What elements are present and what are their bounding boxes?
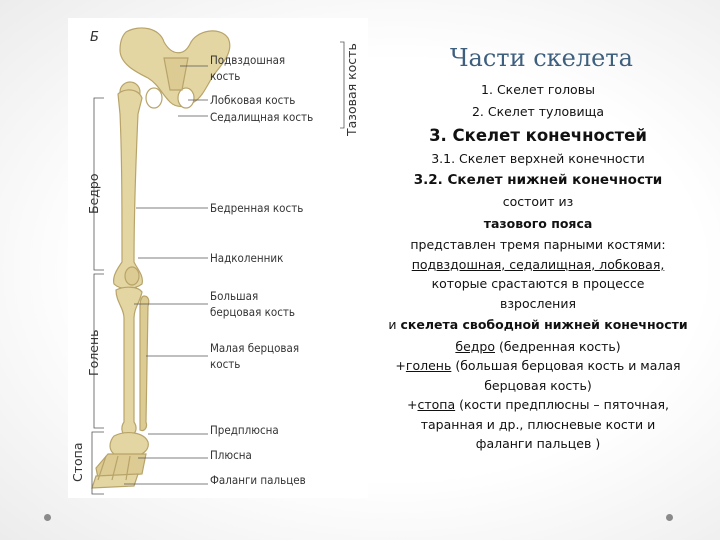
bracket-pelvis — [340, 41, 345, 129]
bracket-thigh — [93, 97, 104, 271]
bracket-foot — [91, 431, 104, 495]
tibia-bone — [115, 286, 143, 437]
group-label-thigh: Бедро — [86, 173, 101, 215]
thigh-term: бедро — [455, 338, 495, 354]
slide-body: 1. Скелет головы 2. Скелет туловища 3. С… — [372, 80, 704, 454]
slide-title: Части скелета — [450, 44, 633, 72]
group-label-shin: Голень — [86, 329, 101, 377]
line-fuse: которые срастаются в процессе взросления — [431, 276, 645, 311]
slide-dot-right — [666, 514, 673, 521]
callout-tarsus: Предплюсна — [210, 423, 279, 437]
foot-term: стопа — [417, 397, 456, 412]
shin-plus: + — [395, 358, 406, 373]
line-foot: +стопа (кости предплюсны – пяточная, тар… — [372, 395, 704, 454]
line-pelvic-girdle: тазового пояса — [483, 215, 593, 231]
line-bone-names: подвздошная, седалищная, лобковая, — [411, 256, 665, 272]
line-head-skeleton: 1. Скелет головы — [481, 82, 595, 97]
femur-bone — [113, 89, 143, 290]
fibula-bone — [139, 295, 150, 432]
group-label-foot: Стопа — [70, 442, 85, 483]
line-free-limb: и скелета свободной нижней конечности — [372, 315, 704, 335]
line-thigh: бедро (бедренная кость) — [372, 337, 704, 357]
callout-tibia: Большая берцовая кость — [210, 289, 296, 319]
foot-desc: (кости предплюсны – пяточная, таранная и… — [420, 397, 669, 451]
obturator-foramen-left — [145, 87, 163, 109]
callout-metatarsus: Плюсна — [210, 448, 252, 462]
callout-phalanges: Фаланги пальцев — [210, 473, 306, 487]
shin-term: голень — [405, 358, 452, 373]
leg-skeleton-illustration — [91, 27, 345, 495]
line-trunk-skeleton: 2. Скелет туловища — [471, 103, 605, 119]
figure-letter: Б — [90, 30, 99, 45]
group-label-pelvic-bone: Тазовая кость — [344, 43, 359, 136]
callout-fibula: Малая берцовая кость — [210, 341, 300, 371]
foot-plus: + — [407, 397, 418, 412]
callout-patella: Надколенник — [210, 251, 284, 265]
line-consists-of: состоит из — [502, 194, 574, 209]
thigh-desc: (бедренная кость) — [495, 338, 621, 354]
slide-dot-left — [44, 514, 51, 521]
line-shin: +голень (большая берцовая кость и малая … — [372, 356, 704, 395]
skeleton-figure: Б — [68, 18, 368, 498]
line-three-bones: представлен тремя парными костями: — [410, 237, 666, 252]
obturator-foramen-right — [177, 87, 195, 109]
shin-desc: (большая берцовая кость и малая берцовая… — [451, 358, 681, 393]
line-limb-skeleton: 3. Скелет конечностей — [429, 126, 647, 145]
free-limb-title: скелета свободной нижней конечности — [400, 317, 688, 332]
callout-femur: Бедренная кость — [210, 201, 304, 215]
callout-iliac-bone: Подвздошная кость — [210, 53, 286, 83]
patella-bone — [124, 266, 140, 286]
free-limb-prefix: и — [388, 317, 401, 332]
bracket-shin — [93, 273, 104, 429]
callout-pubic-bone: Лобковая кость — [210, 93, 296, 107]
callout-ischial-bone: Седалищная кость — [210, 110, 314, 124]
line-upper-limb: 3.1. Скелет верхней конечности — [431, 151, 645, 166]
line-lower-limb: 3.2. Скелет нижней конечности — [413, 171, 663, 188]
